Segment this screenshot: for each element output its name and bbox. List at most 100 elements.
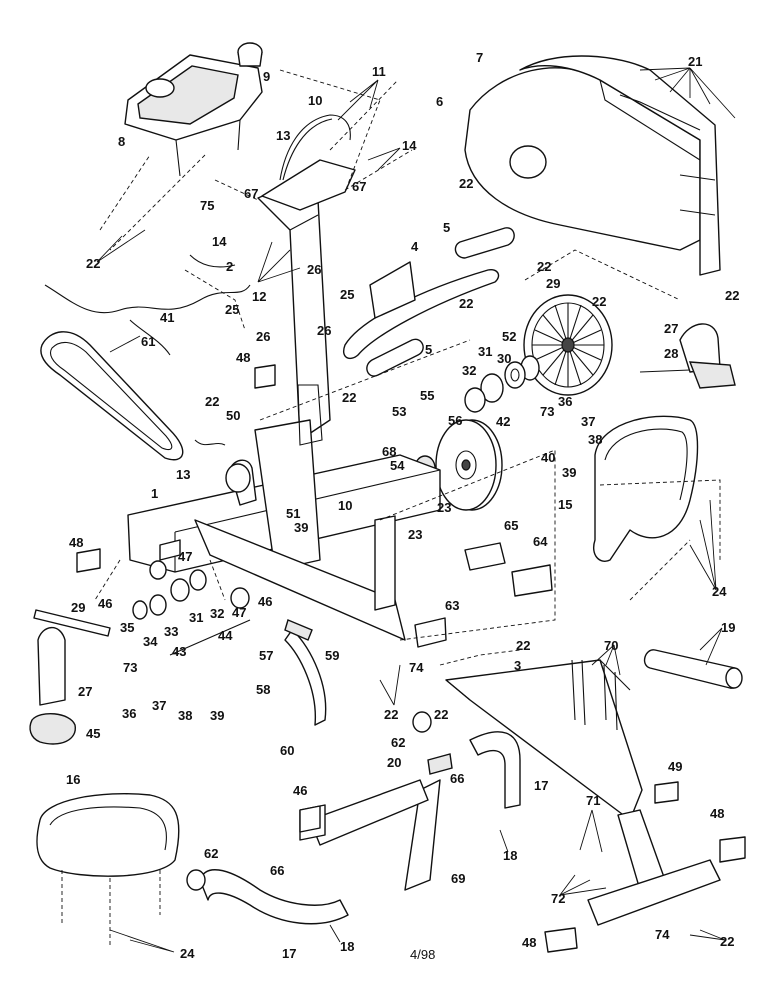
- callout-18: 18: [340, 939, 354, 954]
- callout-73: 73: [540, 404, 554, 419]
- callout-63: 63: [445, 598, 459, 613]
- callout-24: 24: [180, 946, 195, 961]
- shroud-part-6: [464, 67, 701, 251]
- seat-part-16: [36, 793, 180, 945]
- callout-48: 48: [522, 935, 536, 950]
- callout-31: 31: [478, 344, 492, 359]
- fan-wheel-part-29: [523, 294, 613, 396]
- callout-10: 10: [308, 93, 322, 108]
- upright-post-part-2: [214, 69, 413, 441]
- callout-75: 75: [200, 198, 214, 213]
- shroud-part-7: [519, 55, 721, 276]
- callout-27: 27: [664, 321, 678, 336]
- flywheel-part-42: [435, 419, 503, 511]
- callout-48: 48: [710, 806, 724, 821]
- callout-29: 29: [546, 276, 560, 291]
- callout-22: 22: [342, 390, 356, 405]
- callout-15: 15: [558, 497, 572, 512]
- callout-16: 16: [66, 772, 80, 787]
- callout-32: 32: [210, 606, 224, 621]
- callout-69: 69: [451, 871, 465, 886]
- handlebar-part-4: [343, 261, 500, 360]
- callout-65: 65: [504, 518, 518, 533]
- callout-62: 62: [204, 846, 218, 861]
- callout-39: 39: [294, 520, 308, 535]
- callout-14: 14: [212, 234, 227, 249]
- callout-34: 34: [143, 634, 158, 649]
- callout-22: 22: [434, 707, 448, 722]
- callout-6: 6: [436, 94, 443, 109]
- wire-harness-part-41: [44, 254, 251, 356]
- callout-38: 38: [178, 708, 192, 723]
- callout-11: 11: [372, 64, 386, 79]
- callout-66: 66: [450, 771, 464, 786]
- knob-part-9: [237, 42, 263, 67]
- callout-19: 19: [721, 620, 735, 635]
- callout-22: 22: [459, 176, 473, 191]
- callout-5: 5: [425, 342, 432, 357]
- callout-20: 20: [387, 755, 401, 770]
- callout-35: 35: [120, 620, 134, 635]
- callout-17: 17: [534, 778, 548, 793]
- callout-48: 48: [69, 535, 83, 550]
- callout-9: 9: [263, 69, 270, 84]
- callout-labels: 9 11 10 13 14 67 67 8 75 14 22 2 12 7 21…: [66, 50, 739, 961]
- callout-45: 45: [86, 726, 100, 741]
- callout-51: 51: [286, 506, 300, 521]
- callout-57: 57: [259, 648, 273, 663]
- callout-23: 23: [437, 500, 451, 515]
- tube-part-17: [199, 731, 521, 925]
- callout-46: 46: [98, 596, 112, 611]
- stabilizer-part-69: [299, 779, 441, 891]
- callout-30: 30: [497, 351, 511, 366]
- console-part-8: [99, 54, 263, 251]
- callout-56: 56: [448, 413, 462, 428]
- callout-22: 22: [86, 256, 100, 271]
- callout-12: 12: [252, 289, 266, 304]
- seat-back-part-15: [593, 415, 699, 562]
- callout-39: 39: [562, 465, 576, 480]
- callout-38: 38: [588, 432, 602, 447]
- callout-44: 44: [218, 628, 233, 643]
- brake-part-58: [284, 619, 327, 726]
- callout-22: 22: [516, 638, 530, 653]
- callout-18: 18: [503, 848, 517, 863]
- callout-22: 22: [537, 259, 551, 274]
- callout-26: 26: [317, 323, 331, 338]
- callout-2: 2: [226, 259, 233, 274]
- callout-22: 22: [205, 394, 219, 409]
- callout-68: 68: [382, 444, 396, 459]
- callout-59: 59: [325, 648, 339, 663]
- callout-26: 26: [307, 262, 321, 277]
- handlebar-cable-part-10: [279, 114, 351, 181]
- callout-17: 17: [282, 946, 296, 961]
- callout-40: 40: [541, 450, 555, 465]
- callout-3: 3: [514, 658, 521, 673]
- assembly-guide-lines: [94, 249, 721, 666]
- hardware-small-parts: [33, 364, 746, 953]
- callout-29: 29: [71, 600, 85, 615]
- callout-37: 37: [581, 414, 595, 429]
- callout-26: 26: [256, 329, 270, 344]
- callout-37: 37: [152, 698, 166, 713]
- callout-53: 53: [392, 404, 406, 419]
- callout-1: 1: [151, 486, 158, 501]
- callout-28: 28: [664, 346, 678, 361]
- drive-belt-part-61: [40, 331, 184, 461]
- callout-22: 22: [725, 288, 739, 303]
- callout-36: 36: [558, 394, 572, 409]
- callout-66: 66: [270, 863, 284, 878]
- callout-47: 47: [178, 549, 192, 564]
- callout-8: 8: [118, 134, 125, 149]
- callout-43: 43: [172, 644, 186, 659]
- callout-60: 60: [280, 743, 294, 758]
- callout-21: 21: [688, 54, 702, 69]
- callout-13: 13: [276, 128, 290, 143]
- screws-part-21: [639, 67, 736, 119]
- callout-41: 41: [160, 310, 174, 325]
- callout-42: 42: [496, 414, 510, 429]
- callout-33: 33: [164, 624, 178, 639]
- pedal-part-28: [639, 323, 736, 389]
- callout-47: 47: [232, 605, 246, 620]
